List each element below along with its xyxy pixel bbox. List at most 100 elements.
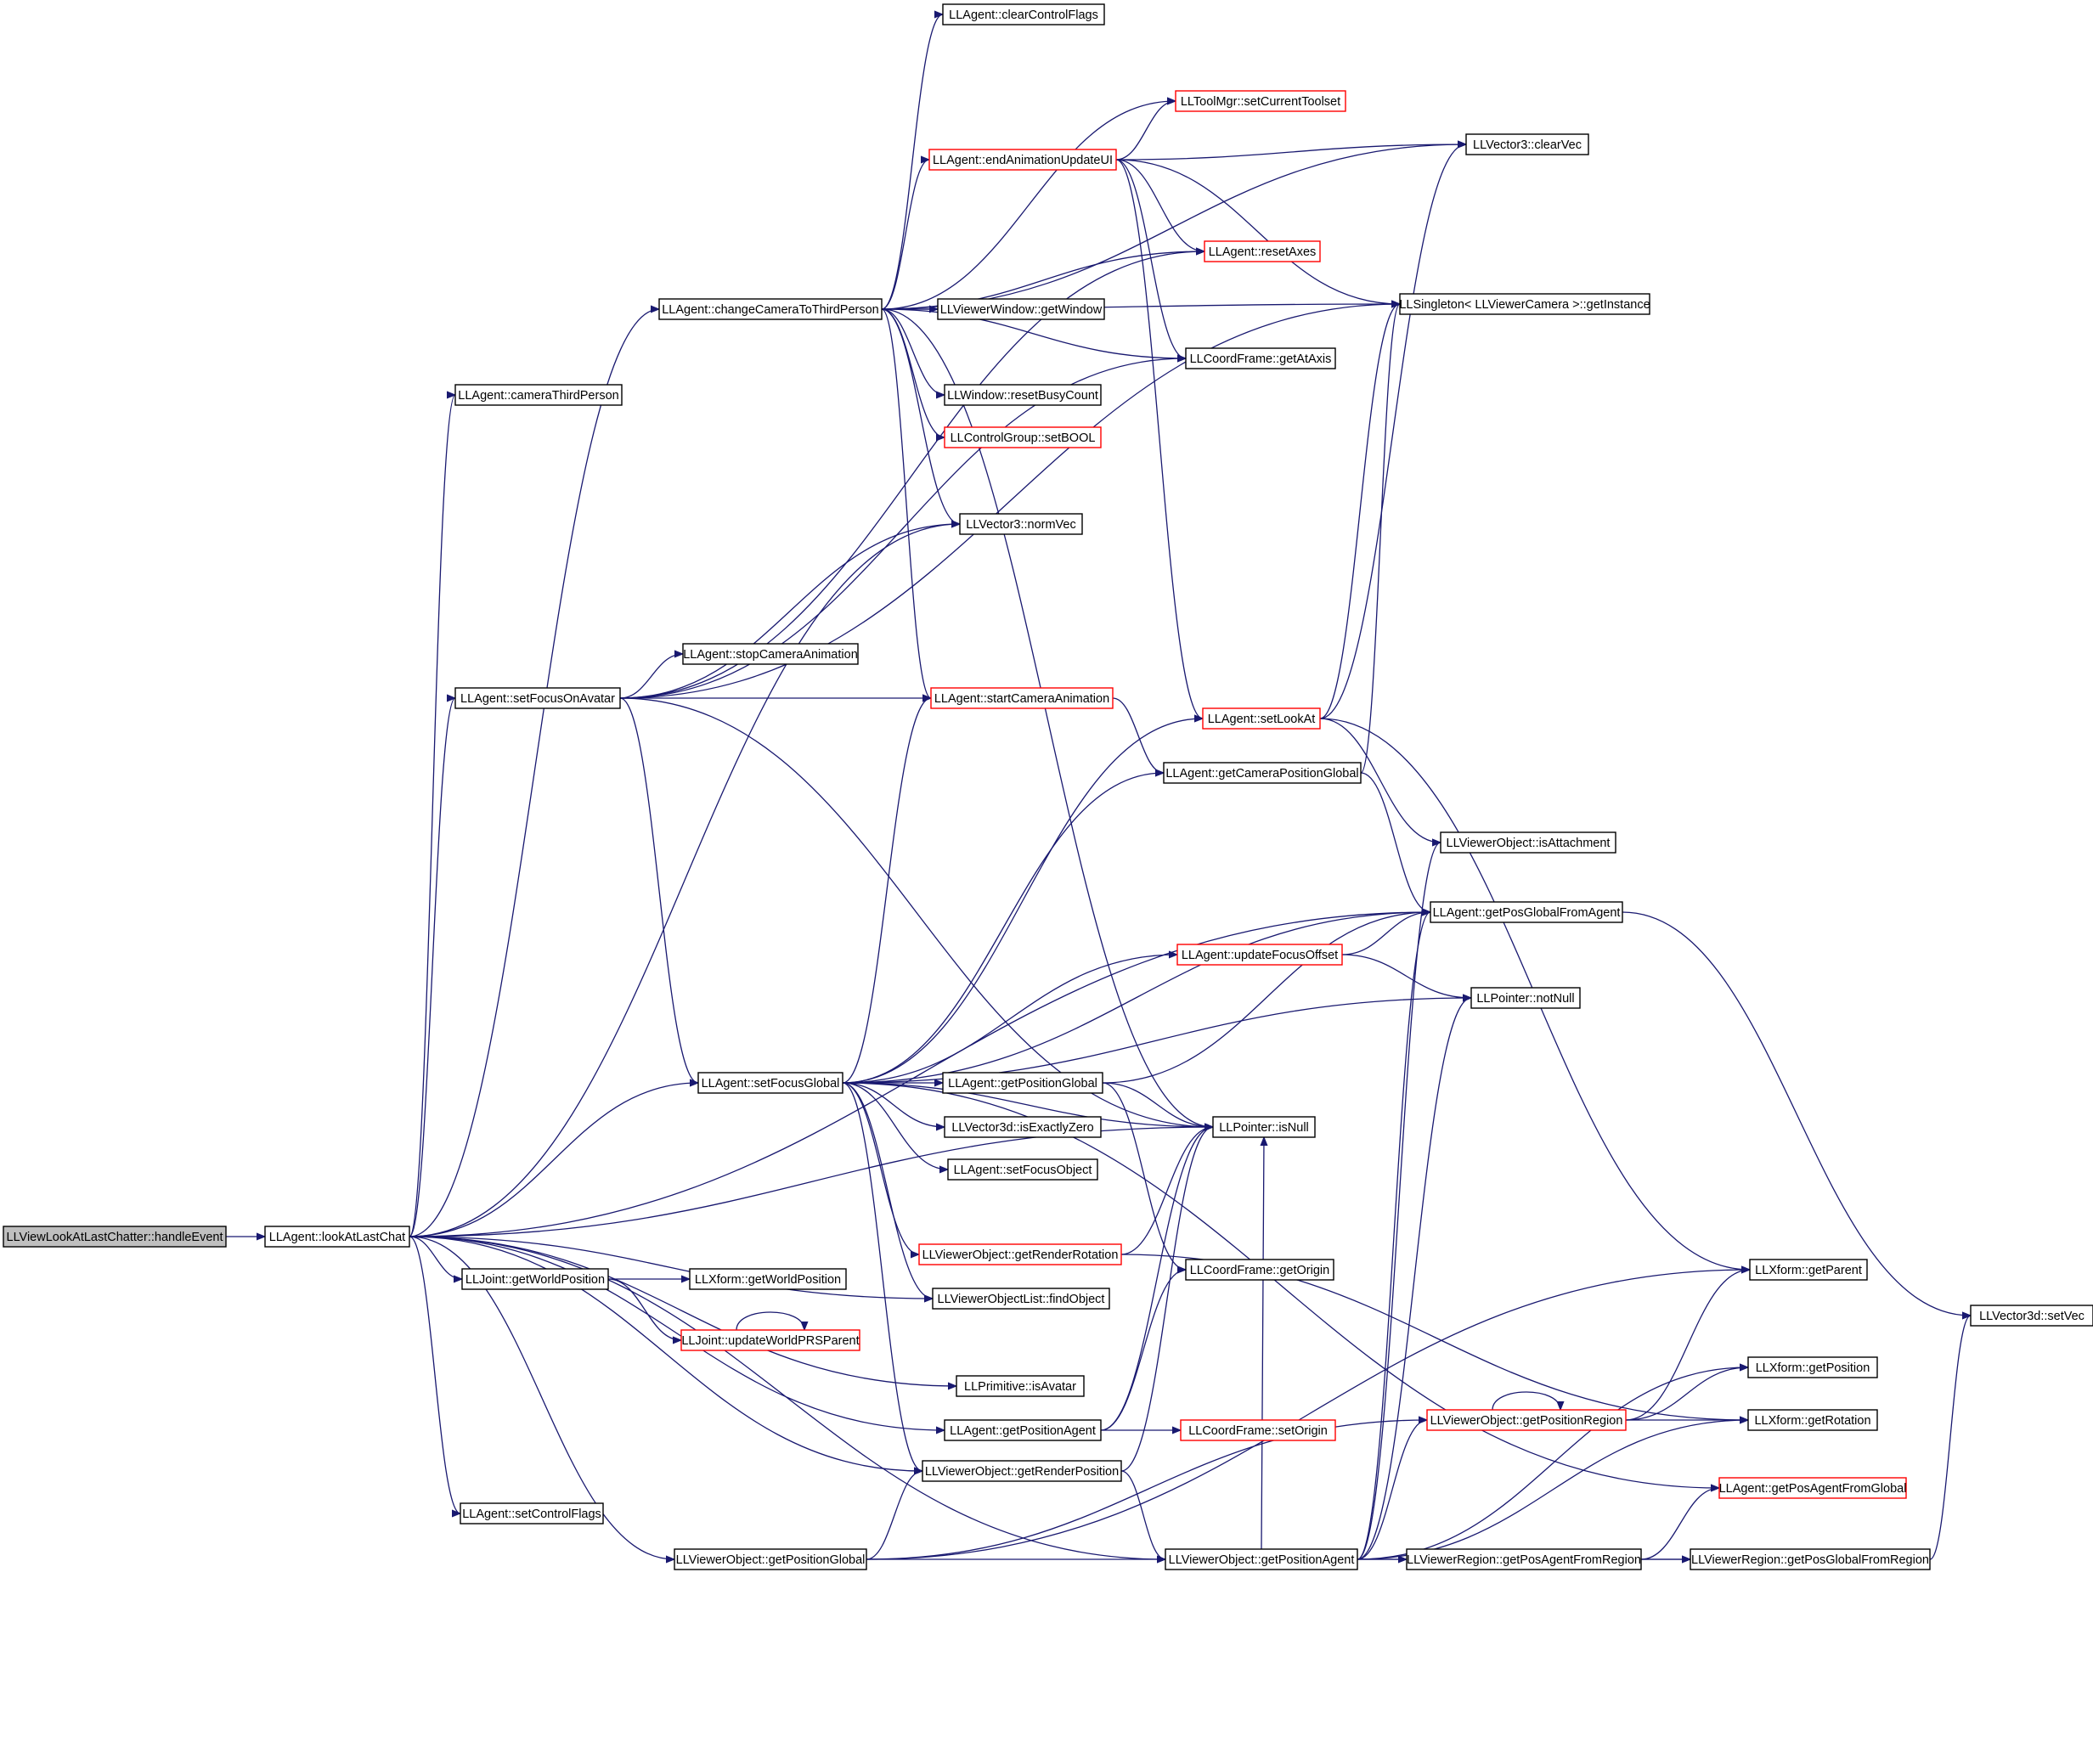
node-box [1185, 1259, 1334, 1281]
node-set-vec[interactable]: LLVector3d::setVec [1970, 1305, 2093, 1327]
node-is-null[interactable]: LLPointer::isNull [1212, 1116, 1316, 1138]
node-xf-get-position[interactable]: LLXform::getPosition [1747, 1356, 1878, 1378]
node-get-at-axis[interactable]: LLCoordFrame::getAtAxis [1185, 347, 1336, 369]
node-box [689, 1268, 847, 1290]
node-box [959, 513, 1083, 535]
node-set-origin[interactable]: LLCoordFrame::setOrigin [1180, 1419, 1336, 1441]
edge-look-at-last-chat-to-get-position-agent-a [409, 1236, 945, 1430]
node-end-animation-update-ui[interactable]: LLAgent::endAnimationUpdateUI [928, 149, 1117, 171]
node-find-object[interactable]: LLViewerObjectList::findObject [932, 1288, 1110, 1310]
node-look-at-last-chat[interactable]: LLAgent::lookAtLastChat [264, 1226, 410, 1248]
edge-set-focus-on-avatar-to-is-null [619, 697, 1213, 1127]
edge-change-camera-to-third-person-to-start-camera-animation [881, 308, 932, 698]
node-get-position-agent-a[interactable]: LLAgent::getPositionAgent [944, 1419, 1102, 1441]
node-label: LLViewerObject::getPositionRegion [1430, 1414, 1623, 1428]
node-get-world-position-j[interactable]: LLJoint::getWorldPosition [461, 1268, 609, 1290]
node-label: LLJoint::getWorldPosition [465, 1273, 605, 1287]
edge-get-position-agent-vo-to-xf-get-position [1357, 1367, 1748, 1560]
edge-get-pos-agent-from-region-to-get-pos-agent-from-global [1640, 1488, 1719, 1560]
edge-set-focus-on-avatar-to-set-focus-global [619, 697, 699, 1083]
node-get-pos-global-from-agent[interactable]: LLAgent::getPosGlobalFromAgent [1430, 901, 1623, 923]
node-set-focus-global[interactable]: LLAgent::setFocusGlobal [697, 1072, 843, 1094]
node-reset-axes[interactable]: LLAgent::resetAxes [1204, 240, 1321, 262]
node-get-position-global-vo[interactable]: LLViewerObject::getPositionGlobal [674, 1548, 867, 1570]
node-label: LLPrimitive::isAvatar [964, 1380, 1076, 1394]
node-label: LLAgent::setLookAt [1208, 713, 1316, 726]
node-xf-get-parent[interactable]: LLXform::getParent [1749, 1259, 1868, 1281]
node-handle-event[interactable]: LLViewLookAtLastChatter::handleEvent [3, 1226, 227, 1248]
edge-start-camera-animation-to-get-camera-position-global [1112, 697, 1165, 773]
node-box [1970, 1305, 2093, 1327]
node-not-null[interactable]: LLPointer::notNull [1470, 987, 1581, 1009]
node-label: LLControlGroup::setBOOL [951, 431, 1096, 445]
node-label: LLAgent::setControlFlags [462, 1508, 601, 1521]
node-get-position-global-a[interactable]: LLAgent::getPositionGlobal [942, 1072, 1103, 1094]
edge-look-at-last-chat-to-get-world-position-j [409, 1236, 463, 1279]
node-xf-get-rotation[interactable]: LLXform::getRotation [1747, 1409, 1878, 1431]
node-set-bool[interactable]: LLControlGroup::setBOOL [944, 426, 1102, 448]
node-is-avatar[interactable]: LLPrimitive::isAvatar [956, 1375, 1085, 1397]
node-get-pos-agent-from-region[interactable]: LLViewerRegion::getPosAgentFromRegion [1406, 1548, 1642, 1570]
edge-set-focus-global-to-not-null [842, 998, 1471, 1084]
edge-look-at-last-chat-to-is-avatar [409, 1236, 956, 1386]
edge-set-look-at-to-is-attachment [1319, 718, 1441, 843]
edge-set-focus-global-to-start-camera-animation [842, 698, 932, 1084]
node-box [454, 687, 621, 709]
node-set-control-flags[interactable]: LLAgent::setControlFlags [460, 1502, 604, 1524]
edge-change-camera-to-third-person-to-get-at-axis [881, 308, 1186, 358]
node-get-origin[interactable]: LLCoordFrame::getOrigin [1185, 1259, 1334, 1281]
edge-look-at-last-chat-to-set-control-flags [409, 1236, 461, 1513]
node-get-camera-position-global[interactable]: LLAgent::getCameraPositionGlobal [1163, 762, 1362, 784]
node-is-exactly-zero[interactable]: LLVector3d::isExactlyZero [944, 1116, 1102, 1138]
node-get-window[interactable]: LLViewerWindow::getWindow [937, 298, 1105, 320]
node-box [674, 1548, 867, 1570]
node-set-focus-object[interactable]: LLAgent::setFocusObject [947, 1158, 1098, 1181]
edge-set-focus-on-avatar-to-get-at-axis [619, 358, 1186, 699]
node-box [956, 1375, 1085, 1397]
node-get-render-rotation[interactable]: LLViewerObject::getRenderRotation [918, 1243, 1122, 1265]
edge-set-focus-global-to-set-look-at [842, 719, 1203, 1084]
node-get-world-position-x[interactable]: LLXform::getWorldPosition [689, 1268, 847, 1290]
node-box [944, 384, 1102, 406]
edge-get-position-region-to-xf-get-position [1625, 1367, 1748, 1421]
node-set-look-at[interactable]: LLAgent::setLookAt [1202, 707, 1321, 730]
node-get-position-region[interactable]: LLViewerObject::getPositionRegion [1426, 1409, 1627, 1431]
node-change-camera-to-third-person[interactable]: LLAgent::changeCameraToThirdPerson [658, 298, 883, 320]
node-start-camera-animation[interactable]: LLAgent::startCameraAnimation [930, 687, 1114, 709]
node-box [658, 298, 883, 320]
node-camera-third-person[interactable]: LLAgent::cameraThirdPerson [454, 384, 623, 406]
node-set-current-toolset[interactable]: LLToolMgr::setCurrentToolset [1175, 90, 1346, 112]
node-label: LLAgent::setFocusGlobal [702, 1077, 840, 1091]
node-stop-camera-animation[interactable]: LLAgent::stopCameraAnimation [682, 643, 859, 665]
node-get-position-agent-vo[interactable]: LLViewerObject::getPositionAgent [1165, 1548, 1358, 1570]
node-label: LLXform::getPosition [1756, 1361, 1870, 1375]
node-get-pos-agent-from-global[interactable]: LLAgent::getPosAgentFromGlobal [1718, 1477, 1907, 1499]
node-update-focus-offset[interactable]: LLAgent::updateFocusOffset [1176, 944, 1343, 966]
edge-set-focus-global-to-is-exactly-zero [842, 1082, 945, 1127]
node-label: LLWindow::resetBusyCount [947, 389, 1098, 403]
edge-set-focus-global-to-get-pos-agent-from-global [842, 1082, 1719, 1488]
node-box [682, 643, 859, 665]
node-clear-vec[interactable]: LLVector3::clearVec [1465, 133, 1589, 155]
node-label: LLAgent::resetAxes [1209, 245, 1317, 259]
edge-get-position-agent-a-to-get-origin [1100, 1270, 1187, 1431]
node-label: LLAgent::startCameraAnimation [934, 692, 1109, 706]
node-update-world-prsparent[interactable]: LLJoint::updateWorldPRSParent [680, 1329, 860, 1351]
node-clear-control-flags[interactable]: LLAgent::clearControlFlags [942, 3, 1105, 25]
node-box [930, 687, 1114, 709]
node-set-focus-on-avatar[interactable]: LLAgent::setFocusOnAvatar [454, 687, 621, 709]
node-get-instance[interactable]: LLSingleton< LLViewerCamera >::getInstan… [1399, 293, 1650, 315]
node-norm-vec[interactable]: LLVector3::normVec [959, 513, 1083, 535]
node-get-pos-global-from-region[interactable]: LLViewerRegion::getPosGlobalFromRegion [1690, 1548, 1931, 1570]
node-get-render-position[interactable]: LLViewerObject::getRenderPosition [922, 1460, 1122, 1482]
node-label: LLViewerObject::getPositionGlobal [676, 1553, 866, 1567]
node-box [1470, 987, 1581, 1009]
node-label: LLAgent::stopCameraAnimation [683, 648, 858, 662]
node-is-attachment[interactable]: LLViewerObject::isAttachment [1440, 831, 1616, 854]
edge-set-focus-global-to-set-focus-object [842, 1082, 948, 1169]
node-label: LLViewerWindow::getWindow [940, 303, 1103, 317]
node-box [1406, 1548, 1642, 1570]
node-reset-busy-count[interactable]: LLWindow::resetBusyCount [944, 384, 1102, 406]
node-box [460, 1502, 604, 1524]
